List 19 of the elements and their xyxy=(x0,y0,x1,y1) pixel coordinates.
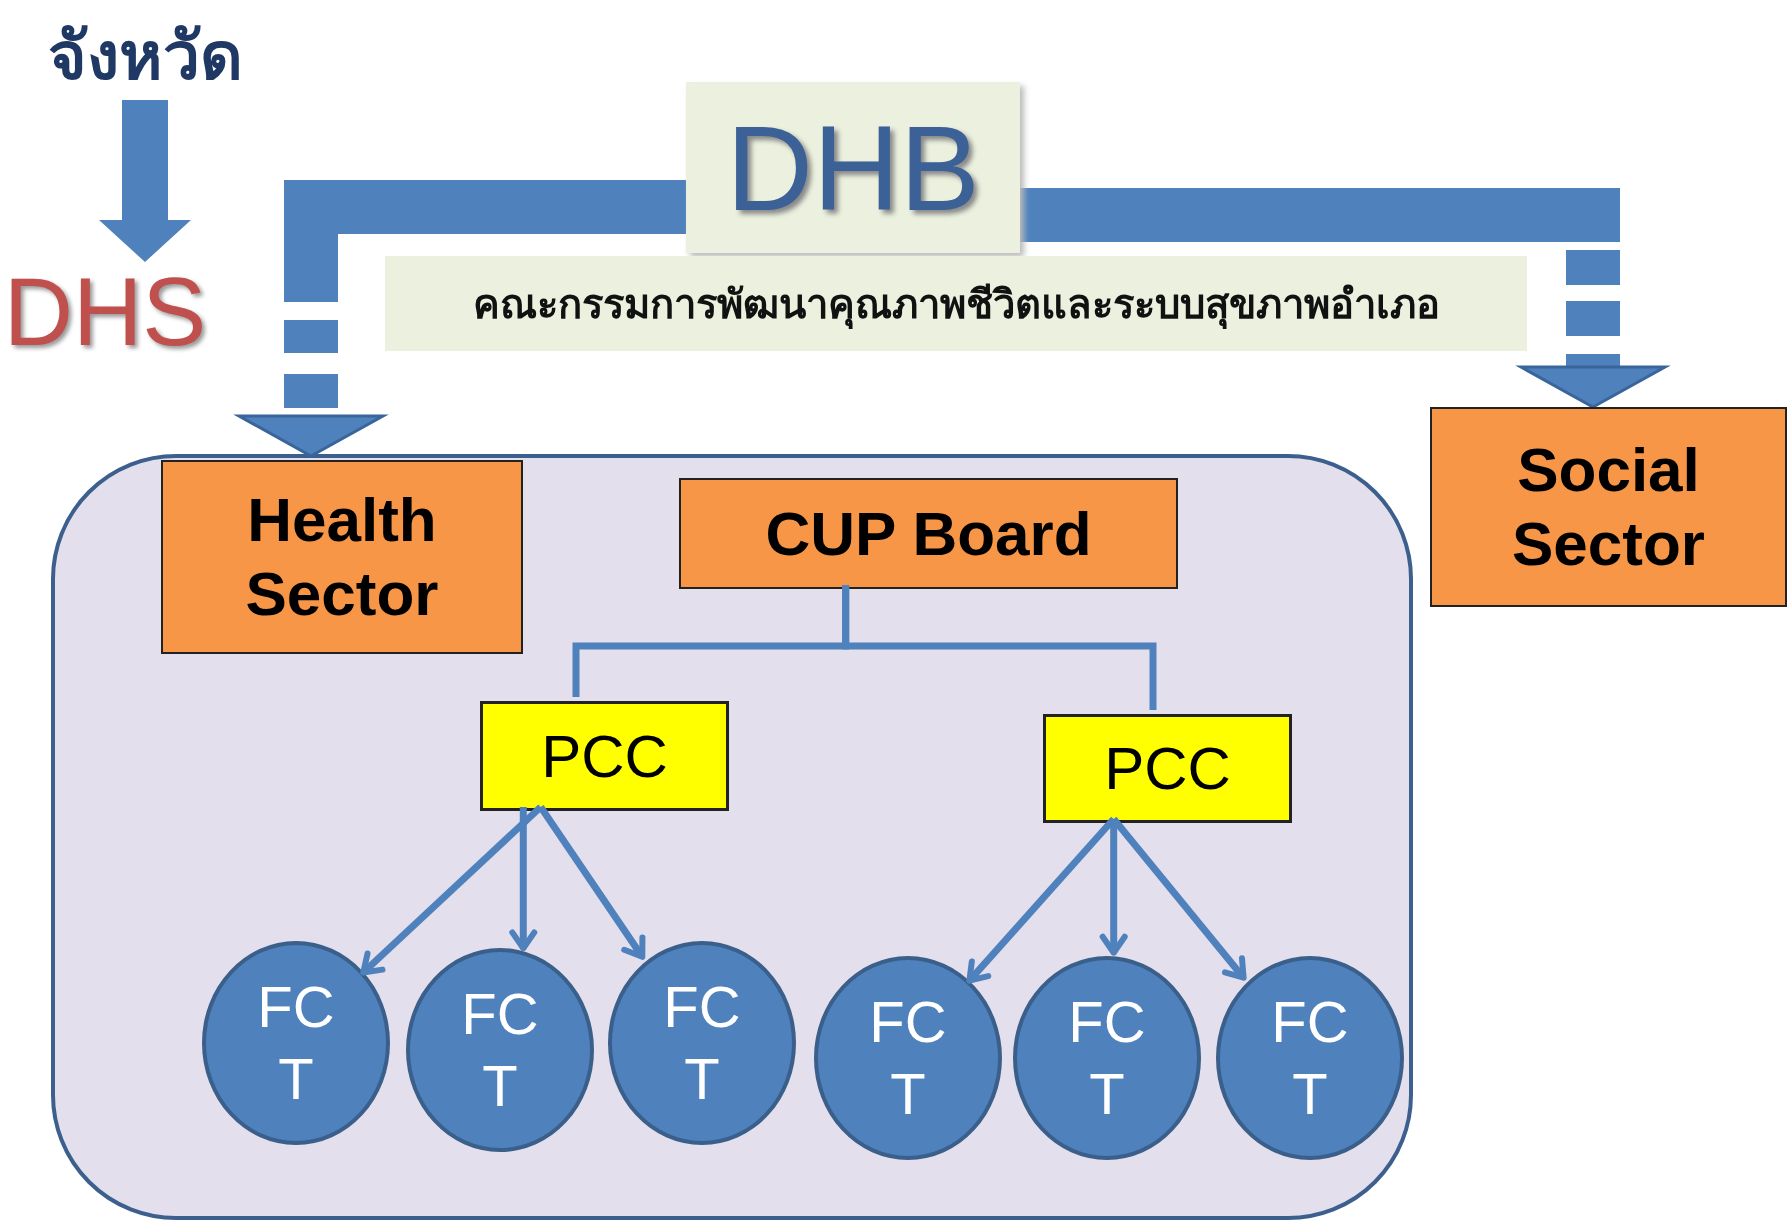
board-box: CUP Board xyxy=(679,478,1178,589)
team-circle: FC T xyxy=(608,941,796,1145)
block-arrow xyxy=(99,100,191,262)
arrow xyxy=(1111,816,1247,981)
arrow xyxy=(537,805,646,960)
committee-band: คณะกรรมการพัฒนาคุณภาพชีวิตและระบบสุขภาพอำเภอ xyxy=(385,256,1527,351)
team-circle: FC T xyxy=(1216,956,1404,1160)
unit-box: PCC xyxy=(1043,714,1292,823)
team-circle: FC T xyxy=(202,941,390,1145)
committee-box: DHB xyxy=(686,82,1020,253)
team-circle: FC T xyxy=(1013,956,1201,1160)
group-panel xyxy=(51,454,1413,1220)
title-text: จังหวัด xyxy=(20,10,270,100)
team-circle: FC T xyxy=(814,956,1002,1160)
sector-box: Social Sector xyxy=(1430,407,1787,607)
unit-box: PCC xyxy=(480,701,729,811)
team-circle: FC T xyxy=(406,948,594,1152)
title-text: DHS xyxy=(0,262,210,362)
sector-box: Health Sector xyxy=(161,460,523,654)
